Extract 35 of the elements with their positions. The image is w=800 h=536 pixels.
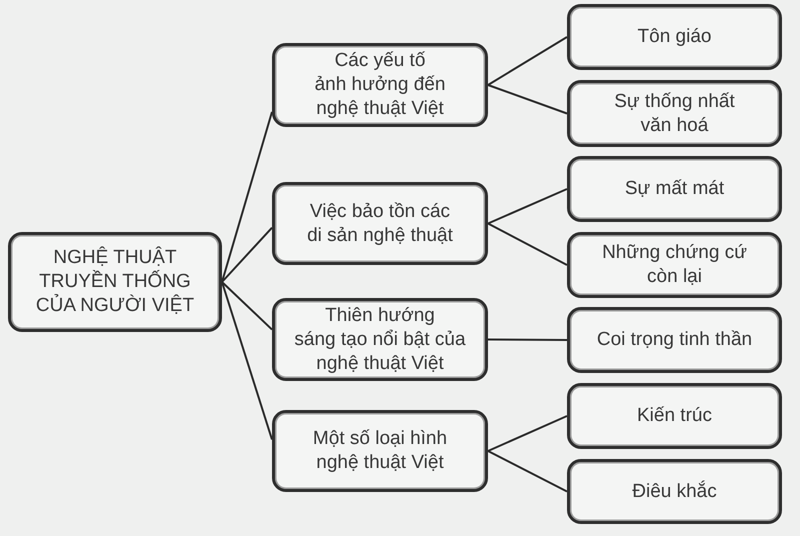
node-label: Coi trọng tinh thần [596,328,752,352]
node-label: Tôn giáo [638,25,712,49]
connector-line [488,415,568,452]
process-box [567,156,782,222]
process-box [272,182,488,265]
connector-line [488,222,568,266]
node-label: Một số loại hình nghệ thuật Việt [312,427,448,475]
connector-line [488,450,568,492]
connector-line [488,84,568,114]
node-label: Những chứng cứ còn lại [602,241,747,289]
node-label: NGHỆ THUẬT TRUYỀN THỐNG CỦA NGƯỜI VIỆT [36,246,194,318]
process-box [567,232,782,298]
process-box [272,43,488,127]
node-label: Thiên hướng sáng tạo nổi bật của nghệ thuật Việt [294,304,466,376]
connector-line [221,226,273,283]
node-label: Việc bảo tồn các di sản nghệ thuật [307,200,453,248]
process-box [272,298,488,381]
process-box [567,307,782,373]
process-box [567,80,782,147]
connector-line [488,338,567,341]
node-label: Kiến trúc [637,404,712,428]
node-label: Các yếu tố ảnh hưởng đến nghệ thuật Việt [314,49,446,121]
connector-line [221,112,273,282]
connector-line [221,282,273,440]
connector-line [221,281,273,330]
connector-line [487,36,568,86]
node-label: Điêu khắc [632,480,717,504]
process-box [8,232,222,332]
process-box [272,410,488,492]
process-box [567,4,782,70]
process-box [567,383,782,449]
process-box [567,459,782,524]
node-label: Sự thống nhất văn hoá [614,90,735,138]
connector-line [488,188,568,224]
node-label: Sự mất mát [624,177,724,201]
